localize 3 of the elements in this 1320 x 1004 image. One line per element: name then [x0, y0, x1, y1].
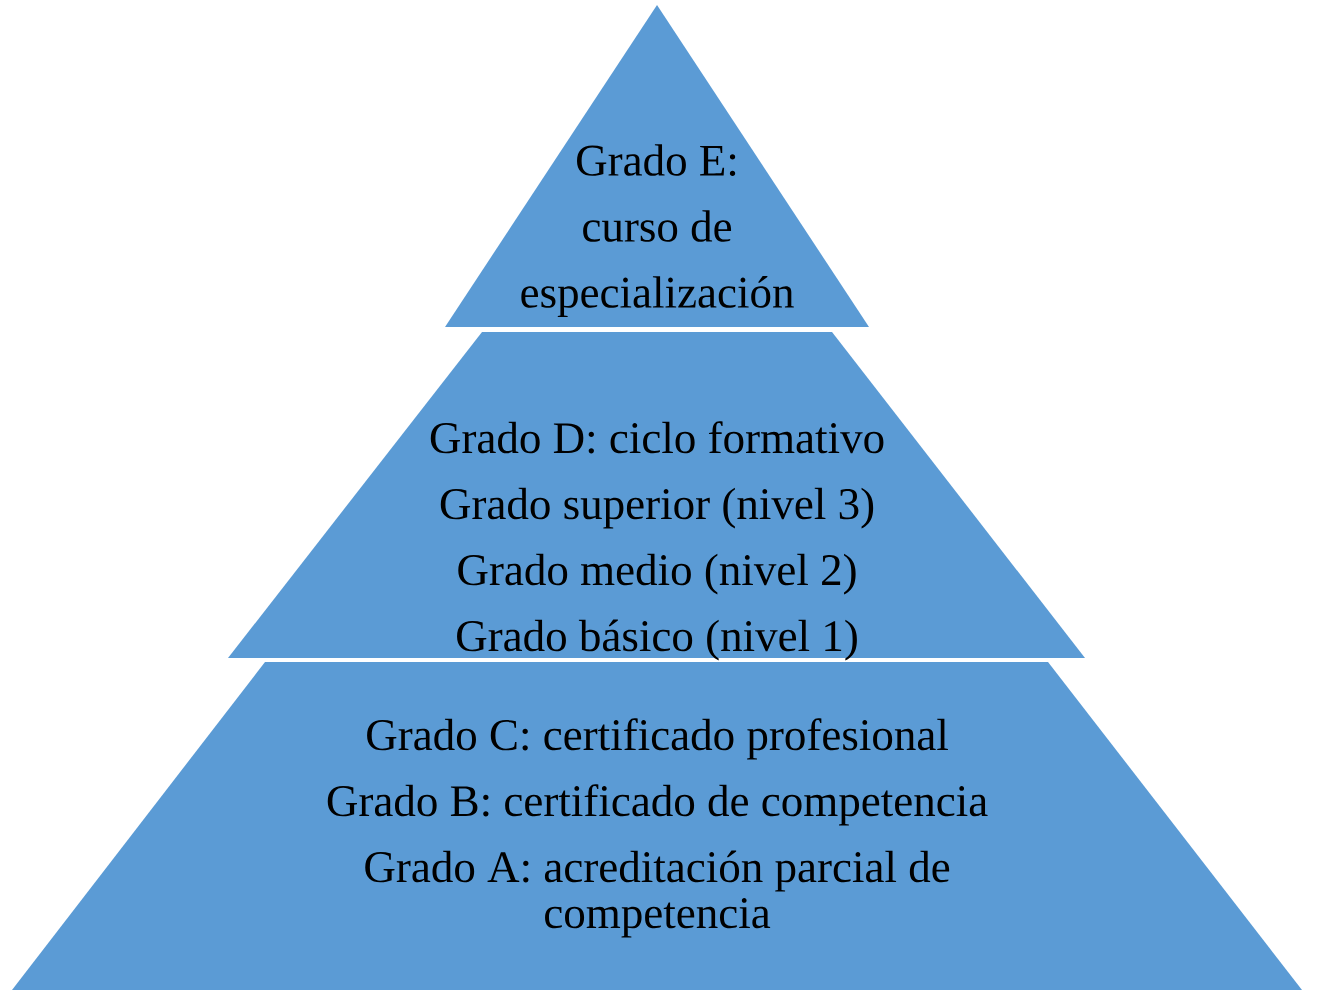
pyramid-tier: Grado E: curso de especialización: [445, 5, 869, 327]
pyramid-tier: Grado C: certificado profesional Grado B: certificado de competencia Grado A: acreditación parcial de competencia: [12, 662, 1302, 990]
pyramid-tier: Grado D: ciclo formativo Grado superior (nivel 3) Grado medio (nivel 2) Grado básico (nivel 1): [228, 332, 1085, 661]
